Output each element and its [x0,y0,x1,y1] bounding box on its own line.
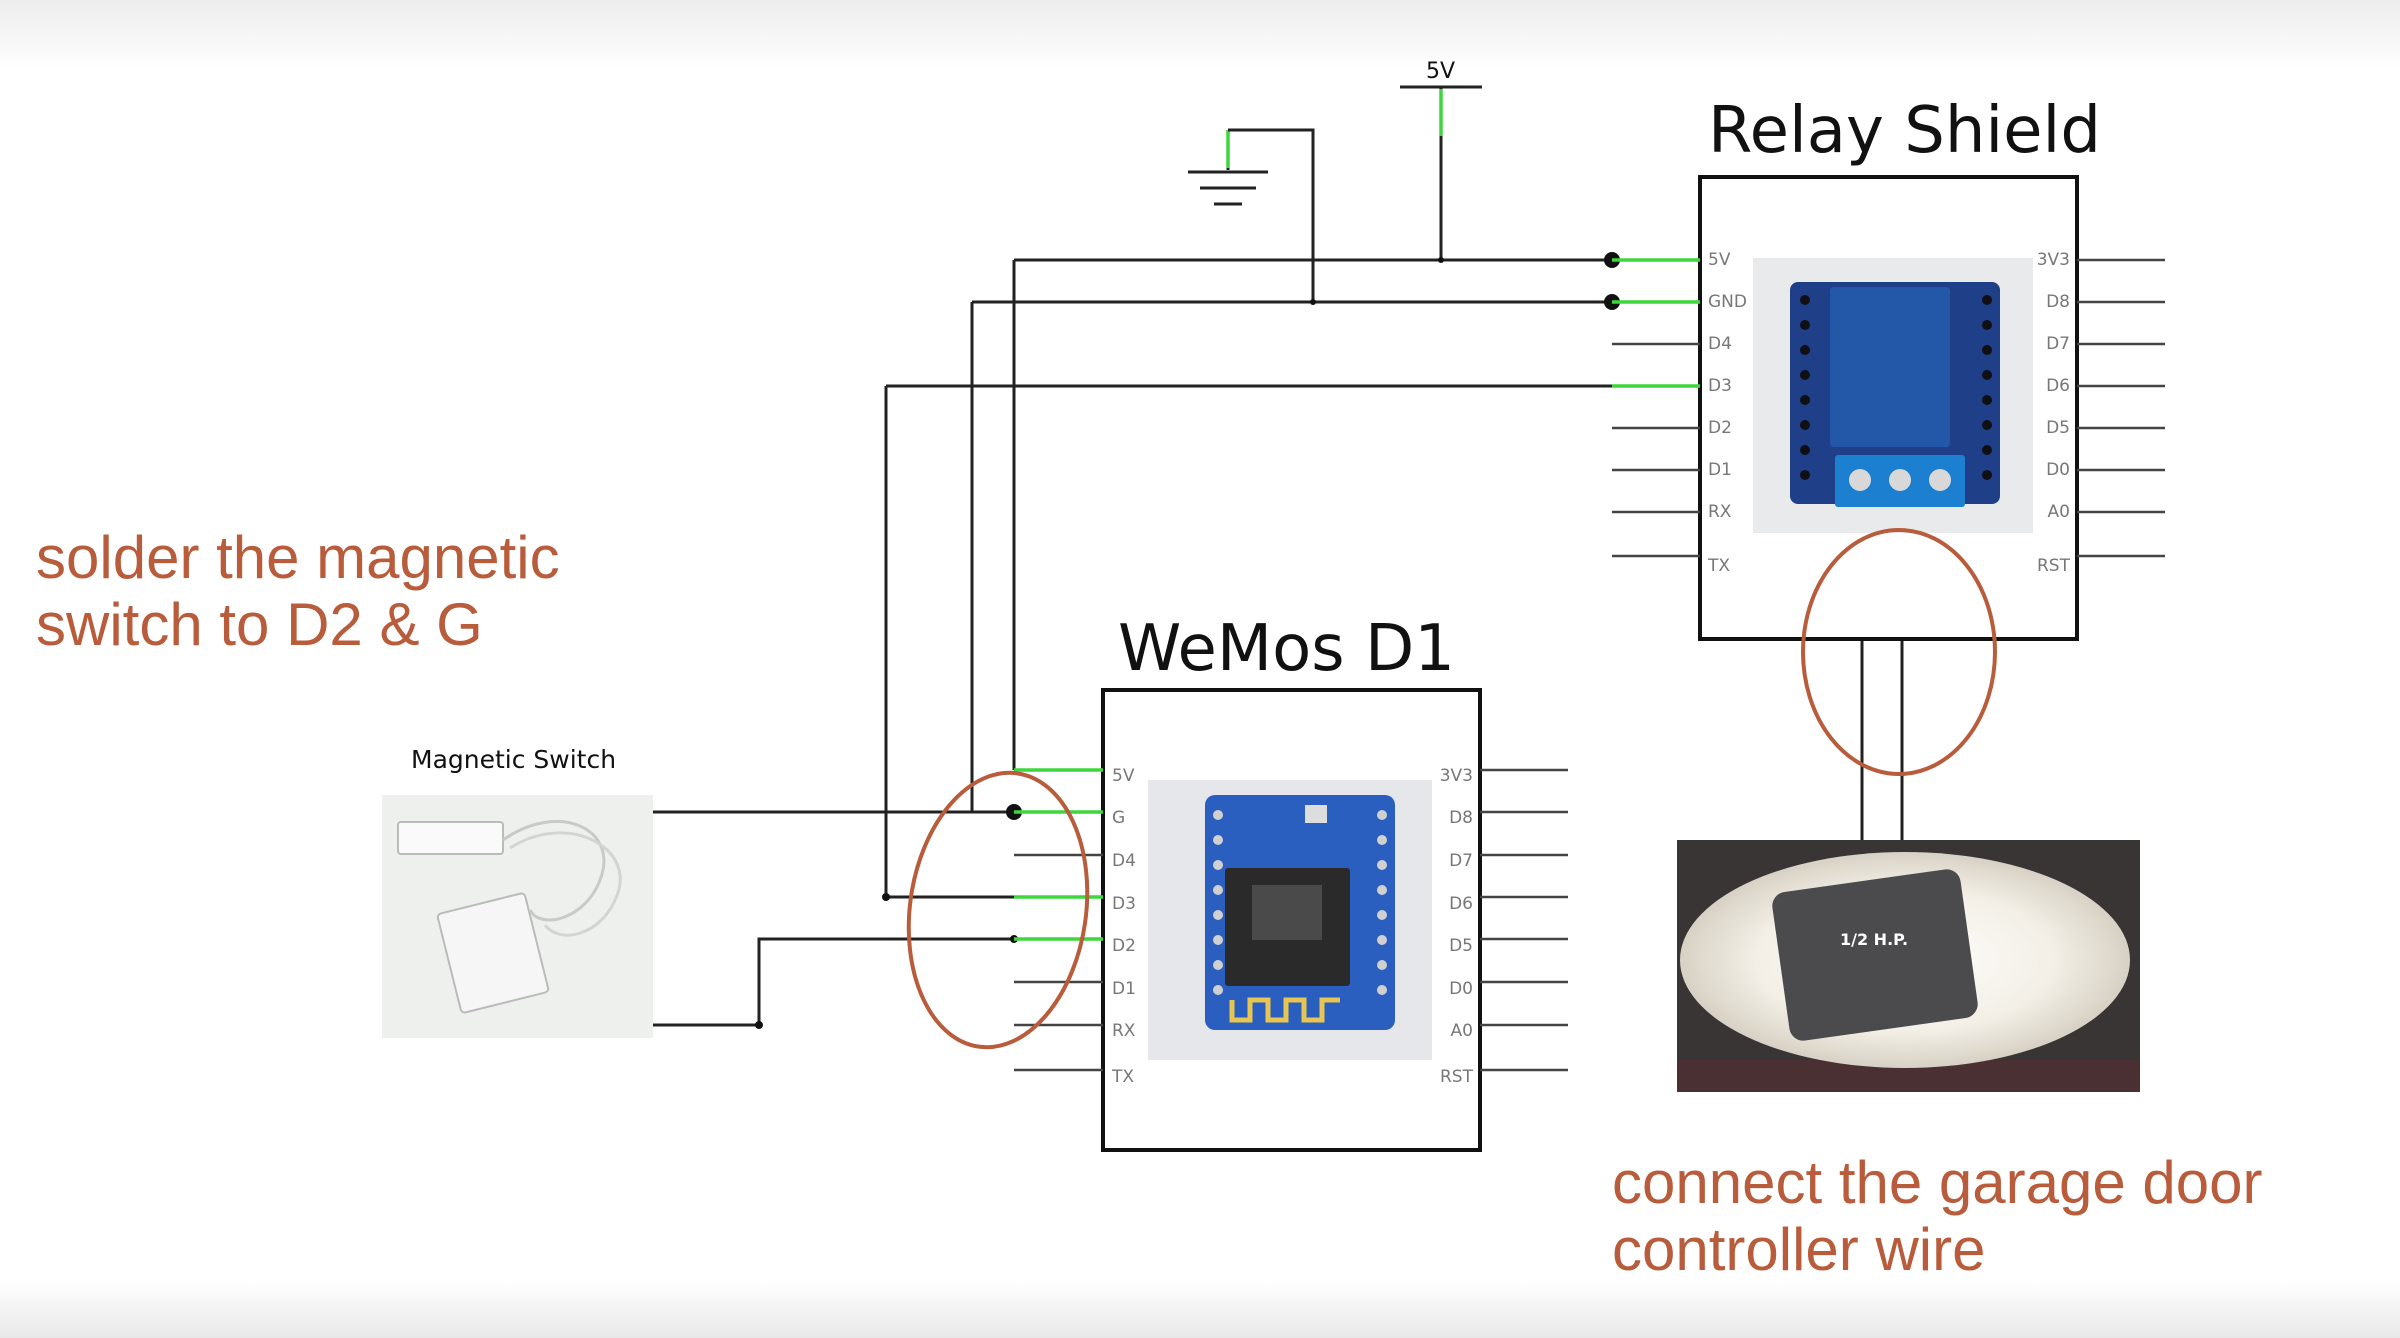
relay-pin-right: D8 [2046,292,2070,312]
magnetic-switch-label: Magnetic Switch [411,745,616,774]
wemos-pin-left: D2 [1112,936,1136,956]
magnetic-switch: Magnetic Switch [382,745,653,1038]
relay-left-pins: 5V GND D4 D3 D2 D1 RX TX [1707,250,1747,576]
wemos-pin-right: RST [1440,1067,1474,1087]
relay-pin-left: TX [1707,556,1730,576]
relay-right-pins: 3V3 D8 D7 D6 D5 D0 A0 RST [2037,250,2071,576]
relay-pin-left: RX [1708,502,1732,522]
solder-note-line-2: switch to D2 & G [36,591,483,658]
connect-note-line-2: controller wire [1612,1216,1985,1283]
relay-pin-right: D5 [2046,418,2070,438]
wemos-pin-right: D7 [1449,851,1473,871]
garage-opener-photo: 1/2 H.P. [1677,840,2140,1092]
relay-pin-left: 5V [1708,250,1731,270]
wemos-d1: WeMos D1 5V G D4 D3 D2 D1 RX TX 3V3 D8 D… [1014,612,1568,1152]
relay-pin-left: D3 [1708,376,1732,396]
relay-pin-left: D1 [1708,460,1732,480]
wemos-pin-right: 3V3 [1440,766,1473,786]
wemos-pin-left: 5V [1112,766,1135,786]
wemos-pin-left: G [1112,808,1125,828]
wemos-left-pins: 5V G D4 D3 D2 D1 RX TX [1111,766,1136,1087]
relay-pin-stubs [1612,258,2165,558]
ground-symbol [1188,130,1268,206]
relay-pin-right: RST [2037,556,2071,576]
solder-note-line-1: solder the magnetic [36,524,560,591]
opener-hp-label: 1/2 H.P. [1840,930,1908,949]
relay-pin-right: D7 [2046,334,2070,354]
relay-board-photo [1753,258,2033,533]
relay-pin-left: GND [1708,292,1747,312]
wemos-right-pins: 3V3 D8 D7 D6 D5 D0 A0 RST [1440,766,1474,1087]
relay-pin-right: D6 [2046,376,2070,396]
wemos-pin-right: D5 [1449,936,1473,956]
wemos-pin-left: RX [1112,1021,1136,1041]
relay-output-highlight-circle [1801,528,1997,776]
wemos-pin-right: A0 [1451,1021,1473,1041]
relay-pin-right: A0 [2048,502,2070,522]
wemos-pin-right: D0 [1449,979,1473,999]
connect-note-line-1: connect the garage door [1612,1149,2262,1216]
relay-pin-right: 3V3 [2037,250,2070,270]
wemos-pin-right: D8 [1449,808,1473,828]
relay-pin-left: D2 [1708,418,1732,438]
supply-5v: 5V [1400,59,1482,260]
relay-pin-left: D4 [1708,334,1732,354]
relay-shield-title: Relay Shield [1708,94,2101,168]
relay-shield: Relay Shield 5V GND D4 D3 D2 D1 RX TX 3V… [1612,94,2165,641]
wemos-pin-left: D3 [1112,894,1136,914]
wemos-d1-title: WeMos D1 [1118,612,1455,686]
wemos-pin-left: TX [1111,1067,1134,1087]
wemos-pin-left: D1 [1112,979,1136,999]
relay-pin-right: D0 [2046,460,2070,480]
wemos-board-photo [1148,780,1432,1060]
wemos-pins-highlight-circle [906,770,1090,1050]
wemos-pin-right: D6 [1449,894,1473,914]
supply-5v-label: 5V [1426,59,1455,84]
wemos-pin-left: D4 [1112,851,1136,871]
